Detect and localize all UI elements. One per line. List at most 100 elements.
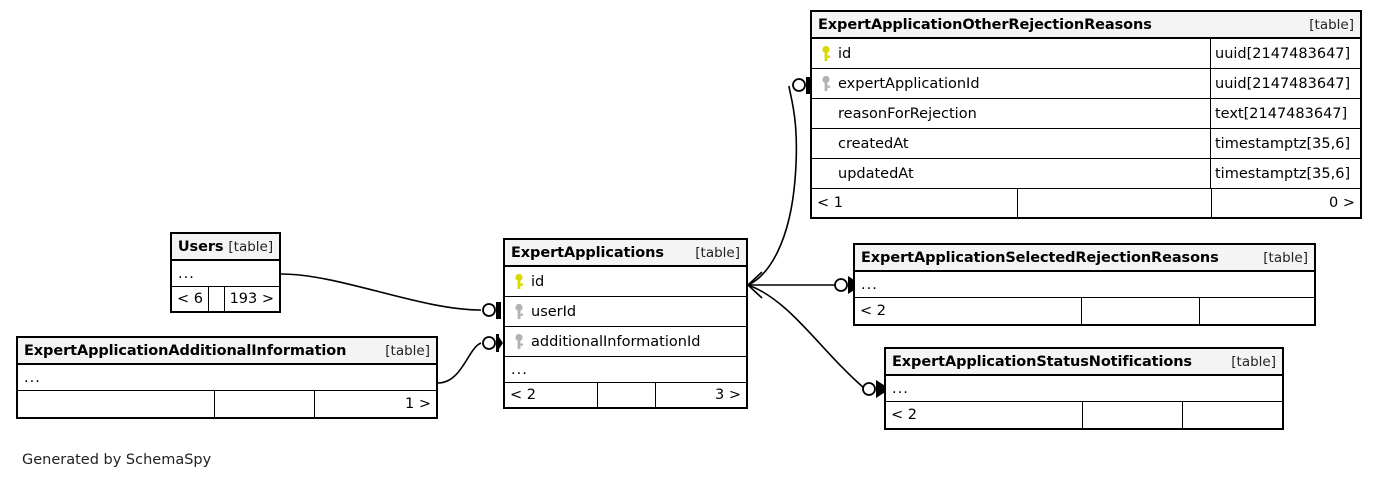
column-name-cell: expertApplicationId bbox=[812, 69, 1210, 98]
terminal-additionalinformationid bbox=[482, 334, 503, 352]
table-type-tag: [table] bbox=[1231, 353, 1276, 370]
crowsfoot-expertapplications-right bbox=[747, 271, 763, 299]
column-name-cell: userId bbox=[505, 297, 746, 326]
column-name: ... bbox=[892, 380, 909, 397]
table-type-tag: [table] bbox=[228, 238, 274, 255]
column-name: userId bbox=[531, 303, 577, 320]
table-row[interactable]: id uuid[2147483647] bbox=[812, 39, 1360, 69]
footer-middle bbox=[1081, 298, 1199, 324]
footer-middle bbox=[597, 383, 655, 407]
table-row[interactable]: updatedAt timestamptz[35,6] bbox=[812, 159, 1360, 189]
column-type: timestamptz[35,6] bbox=[1210, 159, 1360, 188]
column-name-cell: createdAt bbox=[812, 129, 1210, 158]
foreign-key-icon bbox=[511, 303, 527, 321]
table-footer: < 2 3 > bbox=[505, 383, 746, 407]
table-row[interactable]: id bbox=[505, 267, 746, 297]
footer-children-count: 1 > bbox=[314, 391, 436, 417]
table-users[interactable]: Users [table] ... < 6 193 > bbox=[170, 232, 281, 313]
terminal-expertapplicationid bbox=[792, 77, 811, 94]
column-type: timestamptz[35,6] bbox=[1210, 129, 1360, 158]
edge-additionalinformation-to-expertapplications bbox=[437, 342, 482, 384]
table-header: ExpertApplicationStatusNotifications [ta… bbox=[886, 349, 1282, 376]
column-name: reasonForRejection bbox=[838, 105, 977, 122]
table-title: ExpertApplicationOtherRejectionReasons bbox=[818, 16, 1152, 33]
table-footer: < 2 bbox=[886, 402, 1282, 428]
edge-expertapplications-to-statusnotifications bbox=[747, 284, 865, 389]
edge-users-to-expertapplications bbox=[280, 273, 482, 311]
table-type-tag: [table] bbox=[1309, 16, 1354, 33]
footer-children-count: 3 > bbox=[655, 383, 746, 407]
table-expert-application-other-rejection-reasons[interactable]: ExpertApplicationOtherRejectionReasons [… bbox=[810, 10, 1362, 219]
table-row[interactable]: additionalInformationId bbox=[505, 327, 746, 357]
table-title: ExpertApplicationAdditionalInformation bbox=[24, 342, 347, 359]
generated-by-caption: Generated by SchemaSpy bbox=[22, 452, 212, 468]
column-name-cell: updatedAt bbox=[812, 159, 1210, 188]
column-name-cell: id bbox=[505, 267, 746, 296]
table-row[interactable]: reasonForRejection text[2147483647] bbox=[812, 99, 1360, 129]
table-row[interactable]: ... bbox=[505, 357, 746, 383]
table-header: ExpertApplicationOtherRejectionReasons [… bbox=[812, 12, 1360, 39]
table-header: ExpertApplicationSelectedRejectionReason… bbox=[855, 245, 1314, 272]
table-footer: < 2 bbox=[855, 298, 1314, 324]
footer-parents-count bbox=[18, 391, 214, 417]
table-header: ExpertApplicationAdditionalInformation [… bbox=[18, 338, 436, 365]
table-row[interactable]: expertApplicationId uuid[2147483647] bbox=[812, 69, 1360, 99]
column-name-cell: additionalInformationId bbox=[505, 327, 746, 356]
footer-middle bbox=[1082, 402, 1182, 428]
table-expert-application-selected-rejection-reasons[interactable]: ExpertApplicationSelectedRejectionReason… bbox=[853, 243, 1316, 326]
table-type-tag: [table] bbox=[385, 342, 430, 359]
table-footer: 1 > bbox=[18, 391, 436, 417]
table-header: ExpertApplications [table] bbox=[505, 240, 746, 267]
table-row[interactable]: ... bbox=[855, 272, 1314, 298]
footer-middle bbox=[214, 391, 314, 417]
table-expert-application-status-notifications[interactable]: ExpertApplicationStatusNotifications [ta… bbox=[884, 347, 1284, 430]
column-name: id bbox=[531, 273, 545, 290]
footer-parents-count: < 2 bbox=[891, 407, 917, 423]
table-type-tag: [table] bbox=[1263, 249, 1308, 266]
table-expert-application-additional-information[interactable]: ExpertApplicationAdditionalInformation [… bbox=[16, 336, 438, 419]
foreign-key-icon bbox=[511, 333, 527, 351]
table-header: Users [table] bbox=[172, 234, 279, 261]
footer-middle bbox=[1017, 189, 1211, 217]
footer-children-count: 193 > bbox=[223, 287, 279, 311]
footer-parents-count: < 6 bbox=[177, 291, 203, 307]
footer-parents-count: < 1 bbox=[817, 195, 843, 211]
column-type: uuid[2147483647] bbox=[1210, 39, 1360, 68]
table-expert-applications[interactable]: ExpertApplications [table] id userId bbox=[503, 238, 748, 409]
column-name: updatedAt bbox=[838, 165, 914, 182]
column-name: ... bbox=[178, 265, 195, 282]
footer-parents-count: < 2 bbox=[510, 387, 536, 403]
table-row[interactable]: ... bbox=[886, 376, 1282, 402]
table-row[interactable]: ... bbox=[18, 365, 436, 391]
table-title: Users bbox=[177, 238, 224, 255]
table-row[interactable]: ... bbox=[172, 261, 279, 287]
column-name: ... bbox=[861, 276, 878, 293]
primary-key-icon bbox=[818, 45, 834, 63]
table-row[interactable]: createdAt timestamptz[35,6] bbox=[812, 129, 1360, 159]
column-name: expertApplicationId bbox=[838, 75, 980, 92]
column-name: id bbox=[838, 45, 852, 62]
column-name-cell: reasonForRejection bbox=[812, 99, 1210, 128]
edge-expertapplications-to-otherrejectionreasons bbox=[747, 85, 798, 286]
table-title: ExpertApplicationSelectedRejectionReason… bbox=[861, 249, 1219, 266]
table-title: ExpertApplicationStatusNotifications bbox=[892, 353, 1192, 370]
footer-children-count: 0 > bbox=[1211, 189, 1360, 217]
table-footer: < 6 193 > bbox=[172, 287, 279, 311]
footer-parents-count: < 2 bbox=[860, 303, 886, 319]
footer-children-count bbox=[1199, 298, 1314, 324]
table-type-tag: [table] bbox=[695, 244, 740, 261]
table-title: ExpertApplications bbox=[511, 244, 664, 261]
column-type: uuid[2147483647] bbox=[1210, 69, 1360, 98]
primary-key-icon bbox=[511, 273, 527, 291]
foreign-key-icon bbox=[818, 75, 834, 93]
column-name: createdAt bbox=[838, 135, 909, 152]
table-footer: < 1 0 > bbox=[812, 189, 1360, 217]
column-name: ... bbox=[24, 369, 41, 386]
column-type: text[2147483647] bbox=[1210, 99, 1360, 128]
column-name-cell: id bbox=[812, 39, 1210, 68]
column-name: ... bbox=[511, 361, 528, 378]
terminal-userid bbox=[482, 302, 501, 319]
footer-middle bbox=[207, 287, 224, 311]
table-row[interactable]: userId bbox=[505, 297, 746, 327]
